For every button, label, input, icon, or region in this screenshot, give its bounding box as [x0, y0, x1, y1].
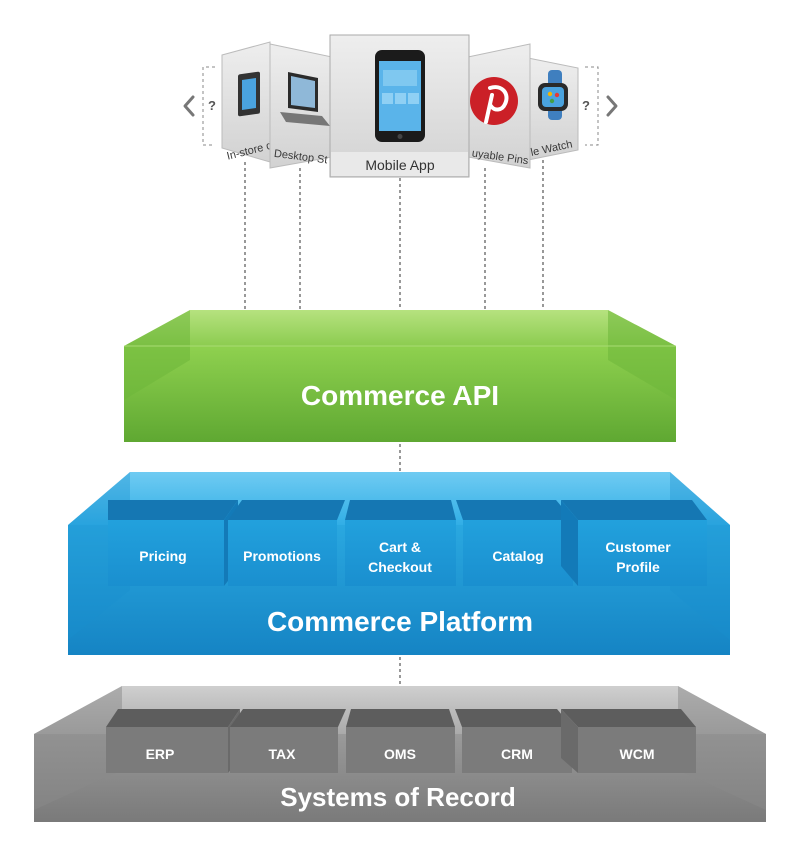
commerce-api-layer: Commerce API — [124, 310, 676, 442]
system-label: WCM — [620, 746, 655, 762]
module-label: Pricing — [139, 548, 186, 564]
module-label-line1: Cart & — [379, 539, 421, 555]
channel-carousel: ? ? In-store di Desktop St — [183, 34, 618, 178]
channel-card-in-store[interactable]: In-store di — [221, 41, 276, 163]
module-label-line1: Customer — [605, 539, 671, 555]
module-promotions[interactable]: Promotions — [228, 500, 345, 586]
channel-card-pins[interactable]: uyable Pins — [467, 43, 531, 169]
smartwatch-icon — [538, 70, 568, 120]
module-label-line2: Checkout — [368, 559, 432, 575]
channel-card-watch[interactable]: le Watch — [527, 57, 579, 161]
commerce-api-title: Commerce API — [301, 380, 499, 411]
system-tax[interactable]: TAX — [230, 709, 346, 773]
chevron-left-icon[interactable] — [183, 95, 195, 117]
system-erp[interactable]: ERP — [106, 709, 240, 773]
laptop-icon — [280, 72, 330, 126]
pinterest-icon — [470, 77, 518, 125]
commerce-platform-title: Commerce Platform — [267, 606, 533, 637]
module-label-line2: Profile — [616, 559, 660, 575]
system-crm[interactable]: CRM — [455, 709, 572, 773]
module-label: Promotions — [243, 548, 321, 564]
platform-modules: Pricing Promotions Cart & Checkout Catal… — [108, 500, 707, 586]
module-cart-checkout[interactable]: Cart & Checkout — [345, 500, 456, 586]
system-wcm[interactable]: WCM — [561, 709, 696, 773]
record-systems: ERP TAX OMS CRM WCM — [106, 709, 696, 773]
module-pricing[interactable]: Pricing — [108, 500, 238, 586]
smartphone-icon — [375, 50, 425, 142]
channel-connectors — [244, 160, 544, 332]
system-label: ERP — [146, 746, 175, 762]
channel-card-mobile-app[interactable]: Mobile App — [329, 34, 470, 178]
module-catalog[interactable]: Catalog — [456, 500, 573, 586]
system-label: OMS — [384, 746, 416, 762]
left-placeholder-bracket — [202, 66, 215, 146]
right-placeholder-bracket — [585, 66, 599, 146]
module-label: Catalog — [492, 548, 543, 564]
system-oms[interactable]: OMS — [346, 709, 455, 773]
left-placeholder-label: ? — [208, 98, 216, 113]
module-customer-profile[interactable]: Customer Profile — [561, 500, 707, 586]
systems-of-record-title: Systems of Record — [280, 782, 516, 812]
channel-label: Mobile App — [365, 157, 434, 173]
system-label: TAX — [269, 746, 297, 762]
system-label: CRM — [501, 746, 533, 762]
channel-card-desktop[interactable]: Desktop St — [269, 43, 333, 169]
right-placeholder-label: ? — [582, 98, 590, 113]
chevron-right-icon[interactable] — [606, 95, 618, 117]
